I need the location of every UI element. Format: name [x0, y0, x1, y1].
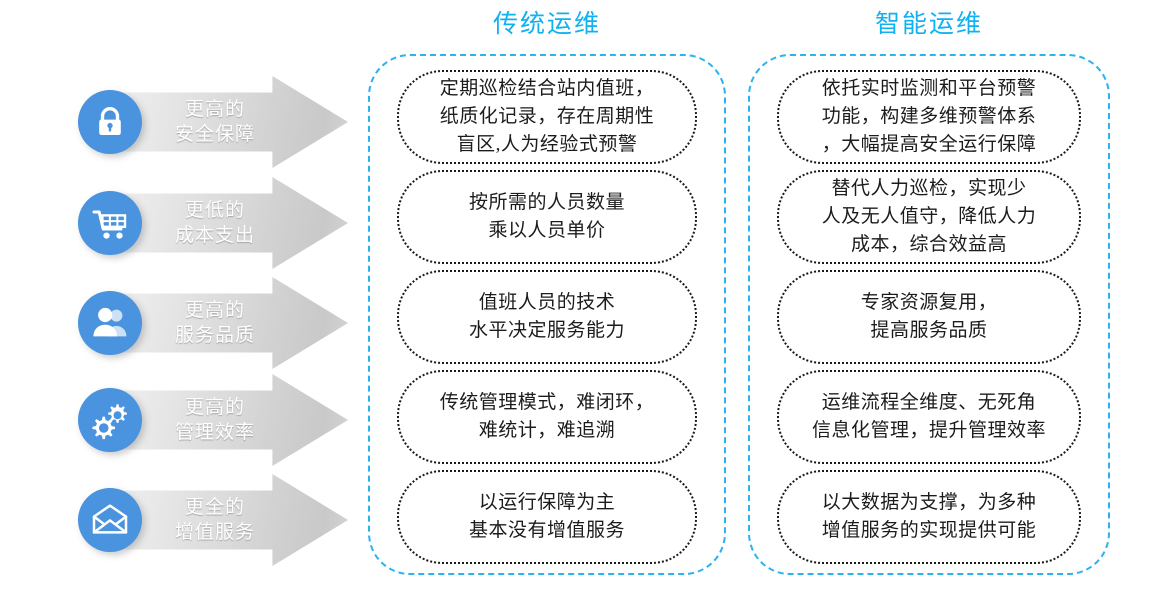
intelligent-ops-frame: 依托实时监测和平台预警 功能，构建多维预警体系 ，大幅提高安全运行保障 替代人力…	[748, 54, 1110, 575]
column-heading-traditional: 传统运维	[492, 9, 601, 38]
info-card[interactable]: 运维流程全维度、无死角 信息化管理，提升管理效率	[777, 370, 1081, 464]
arrow-row-cost[interactable]: 更低的 成本支出	[0, 177, 350, 269]
traditional-ops-frame: 定期巡检结合站内值班， 纸质化记录，存在周期性 盲区,人为经验式预警 按所需的人…	[368, 54, 726, 575]
info-card[interactable]: 依托实时监测和平台预警 功能，构建多维预警体系 ，大幅提高安全运行保障	[777, 70, 1081, 164]
info-card[interactable]: 以大数据为支撑，为多种 增值服务的实现提供可能	[777, 470, 1081, 564]
people-icon	[78, 291, 142, 355]
info-card-text: 以运行保障为主 基本没有增值服务	[468, 492, 625, 541]
column-heading-intelligent: 智能运维	[874, 9, 983, 38]
info-card-text: 传统管理模式，难闭环， 难统计，难追溯	[439, 392, 655, 441]
info-card-text: 替代人力巡检，实现少 人及无人值守，降低人力 成本，综合效益高	[821, 178, 1037, 255]
info-card-text: 定期巡检结合站内值班， 纸质化记录，存在周期性 盲区,人为经验式预警	[439, 78, 655, 155]
shopping-cart-icon	[78, 191, 142, 255]
info-card[interactable]: 按所需的人员数量 乘以人员单价	[397, 170, 697, 264]
arrow-row-service-quality[interactable]: 更高的 服务品质	[0, 277, 350, 369]
info-card-text: 依托实时监测和平台预警 功能，构建多维预警体系 ，大幅提高安全运行保障	[821, 78, 1037, 155]
info-card-text: 运维流程全维度、无死角 信息化管理，提升管理效率	[811, 392, 1046, 441]
info-card[interactable]: 传统管理模式，难闭环， 难统计，难追溯	[397, 370, 697, 464]
benefits-arrow-column: 更高的 安全保障 更低的 成本支出	[0, 0, 350, 590]
envelope-icon	[78, 488, 142, 552]
arrow-row-management-efficiency[interactable]: 更高的 管理效率	[0, 374, 350, 466]
info-card[interactable]: 专家资源复用， 提高服务品质	[777, 270, 1081, 364]
info-card-text: 值班人员的技术 水平决定服务能力	[468, 292, 625, 341]
arrow-row-security[interactable]: 更高的 安全保障	[0, 76, 350, 168]
info-card[interactable]: 值班人员的技术 水平决定服务能力	[397, 270, 697, 364]
info-card-text: 专家资源复用， 提高服务品质	[860, 292, 998, 341]
info-card-text: 以大数据为支撑，为多种 增值服务的实现提供可能	[821, 492, 1037, 541]
info-card[interactable]: 替代人力巡检，实现少 人及无人值守，降低人力 成本，综合效益高	[777, 170, 1081, 264]
gears-icon	[78, 388, 142, 452]
info-card[interactable]: 以运行保障为主 基本没有增值服务	[397, 470, 697, 564]
info-card[interactable]: 定期巡检结合站内值班， 纸质化记录，存在周期性 盲区,人为经验式预警	[397, 70, 697, 164]
info-card-text: 按所需的人员数量 乘以人员单价	[468, 192, 625, 241]
arrow-row-value-added-service[interactable]: 更全的 增值服务	[0, 474, 350, 566]
lock-icon	[78, 90, 142, 154]
